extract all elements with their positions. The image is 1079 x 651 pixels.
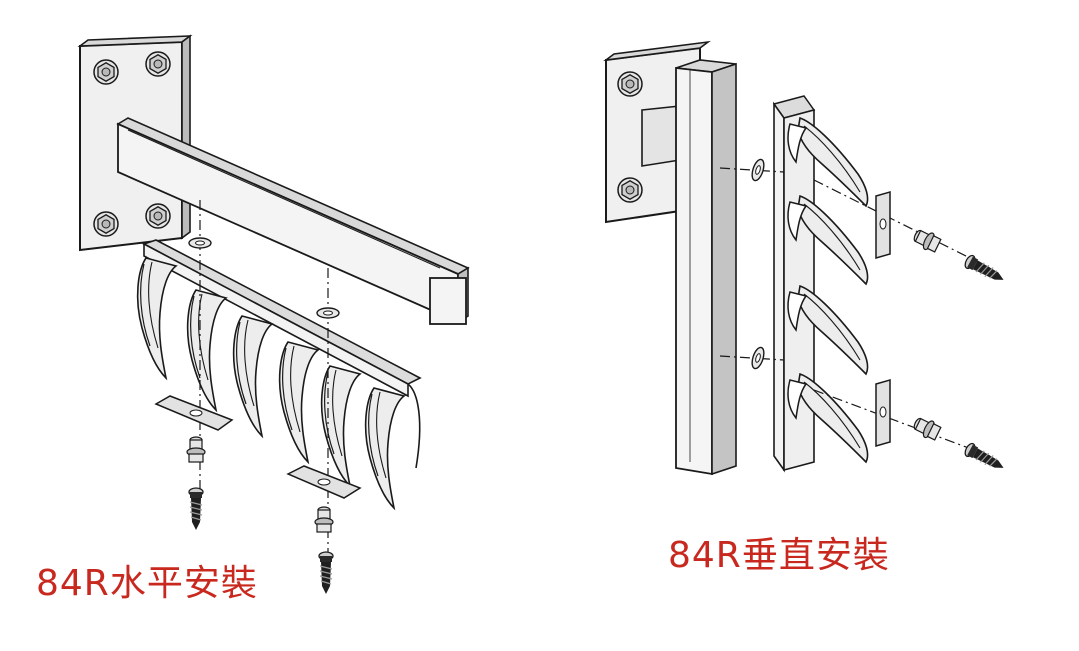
support-arm [116,117,470,325]
vane-rail-horizontal [136,239,422,509]
fastener-set-left [154,237,234,531]
fastener-set-upper [749,157,1008,287]
caption-horizontal-install: 84R水平安裝 [36,563,258,604]
horizontal-install-diagram [77,34,470,595]
fastener-set-lower [749,345,1008,475]
fastener-set-right [286,307,362,595]
caption-vertical-install: 84R垂直安裝 [668,535,890,576]
support-post [641,59,737,476]
assembly-guide-lines-vertical [719,167,991,457]
vertical-install-diagram [603,40,1008,476]
vane-rail-vertical [772,95,869,473]
